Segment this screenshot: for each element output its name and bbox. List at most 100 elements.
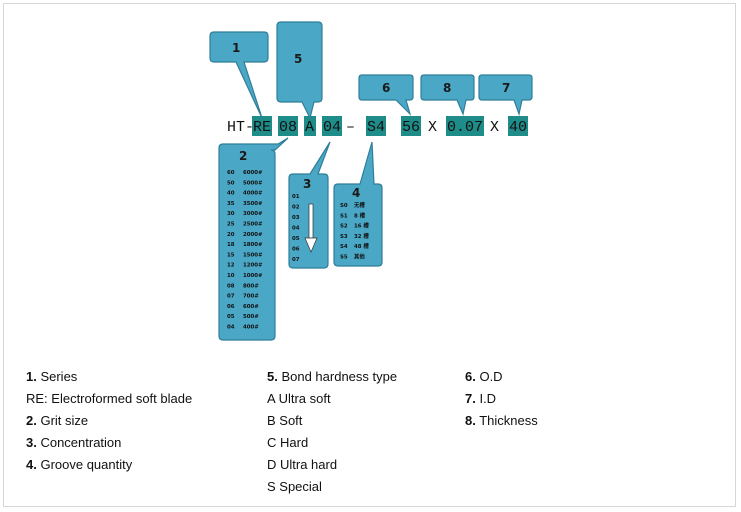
legend-item: 5. Bond hardness type (267, 366, 397, 388)
grit-code: 10 (227, 273, 235, 279)
legend-item-text: Series (36, 369, 78, 384)
grit-mesh: 6000# (243, 170, 263, 176)
concentration-code: 07 (292, 257, 300, 263)
grit-mesh: 3000# (243, 211, 263, 217)
legend-item-number: 6. (465, 369, 476, 384)
grit-mesh: 2500# (243, 222, 263, 228)
legend-item-text: D Ultra hard (267, 457, 338, 472)
groove-code: S3 (340, 234, 348, 240)
seg-concentration-bg (322, 116, 342, 136)
grit-code: 04 (227, 325, 235, 331)
concentration-code: 06 (292, 247, 300, 253)
legend-item-text: A Ultra soft (267, 391, 331, 406)
legend-item-text: Bond hardness type (277, 369, 398, 384)
code-dash: – (346, 119, 355, 136)
figure-frame (3, 3, 736, 507)
legend-item: RE: Electroformed soft blade (26, 388, 192, 410)
legend-item: C Hard (267, 432, 397, 454)
legend-item: A Ultra soft (267, 388, 397, 410)
grit-mesh: 2000# (243, 232, 263, 238)
legend-item-text: I.D (475, 391, 497, 406)
callout-2-label: 2 (239, 149, 247, 163)
concentration-code: 05 (292, 236, 300, 242)
code-concentration: 04 (323, 119, 341, 136)
code-bond: A (305, 119, 314, 136)
grit-code: 40 (227, 191, 235, 197)
callout-6-label: 6 (382, 81, 390, 95)
legend-item-text: Groove quantity (36, 457, 133, 472)
seg-id-bg (508, 116, 528, 136)
legend-item: D Ultra hard (267, 454, 397, 476)
grit-mesh: 700# (243, 294, 259, 300)
grit-code: 06 (227, 304, 235, 310)
code-x1: X (428, 119, 437, 136)
code-id: 40 (509, 119, 527, 136)
groove-code: S0 (340, 203, 348, 209)
grit-code: 30 (227, 211, 235, 217)
code-groove: S4 (367, 119, 385, 136)
groove-count: 其他 (354, 253, 365, 261)
groove-code: S1 (340, 213, 348, 219)
groove-count: 32 槽 (354, 232, 369, 240)
legend-item: 6. O.D (465, 366, 538, 388)
seg-bond-bg (304, 116, 316, 136)
legend-item-number: 2. (26, 413, 37, 428)
grit-mesh: 1800# (243, 242, 263, 248)
groove-code: S4 (340, 244, 348, 250)
grit-code: 20 (227, 232, 235, 238)
code-thickness: 0.07 (447, 119, 483, 136)
seg-series-bg (252, 116, 272, 136)
code-series: RE (253, 119, 271, 136)
groove-count: 8 槽 (354, 211, 366, 219)
groove-code: S5 (340, 255, 348, 261)
grit-mesh: 500# (243, 314, 259, 320)
part-number-diagram: HT- RE 08 A 04 – S4 56 X 0.07 X 40 1 5 6… (209, 21, 533, 341)
grit-code: 12 (227, 263, 235, 269)
legend-item-number: 4. (26, 457, 37, 472)
legend-item: S Special (267, 476, 397, 498)
callout-5-label: 5 (294, 52, 302, 66)
callout-6-box (358, 74, 414, 117)
legend-item: 3. Concentration (26, 432, 192, 454)
legend-item: 1. Series (26, 366, 192, 388)
grit-code: 25 (227, 222, 235, 228)
grit-code: 50 (227, 180, 235, 186)
grit-mesh: 1000# (243, 273, 263, 279)
concentration-code: 01 (292, 194, 300, 200)
grit-code: 15 (227, 252, 235, 258)
legend-item: 2. Grit size (26, 410, 192, 432)
callout-7-box (478, 74, 533, 117)
concentration-code: 02 (292, 205, 300, 211)
legend-item-number: 3. (26, 435, 37, 450)
legend-item-number: 1. (26, 369, 37, 384)
grit-code: 18 (227, 242, 235, 248)
code-grit: 08 (279, 119, 297, 136)
legend-item-text: C Hard (267, 435, 309, 450)
callout-1-box (209, 31, 269, 119)
seg-groove-bg (366, 116, 386, 136)
grit-code: 35 (227, 201, 235, 207)
legend-item-text: O.D (475, 369, 503, 384)
code-x2: X (490, 119, 499, 136)
legend-item-number: 5. (267, 369, 278, 384)
groove-code: S2 (340, 224, 348, 230)
grit-mesh: 1500# (243, 252, 263, 258)
seg-grit-bg (278, 116, 298, 136)
legend-item: B Soft (267, 410, 397, 432)
grit-code: 07 (227, 294, 235, 300)
callout-4-box (333, 141, 383, 267)
grit-mesh: 4000# (243, 191, 263, 197)
callout-1-label: 1 (232, 41, 240, 55)
code-od: 56 (402, 119, 420, 136)
groove-count: 16 槽 (354, 222, 369, 230)
grit-mesh: 600# (243, 304, 259, 310)
callout-8-label: 8 (443, 81, 451, 95)
legend-item-text: S Special (267, 479, 322, 494)
legend-item-text: B Soft (267, 413, 303, 428)
legend-item: 4. Groove quantity (26, 454, 192, 476)
